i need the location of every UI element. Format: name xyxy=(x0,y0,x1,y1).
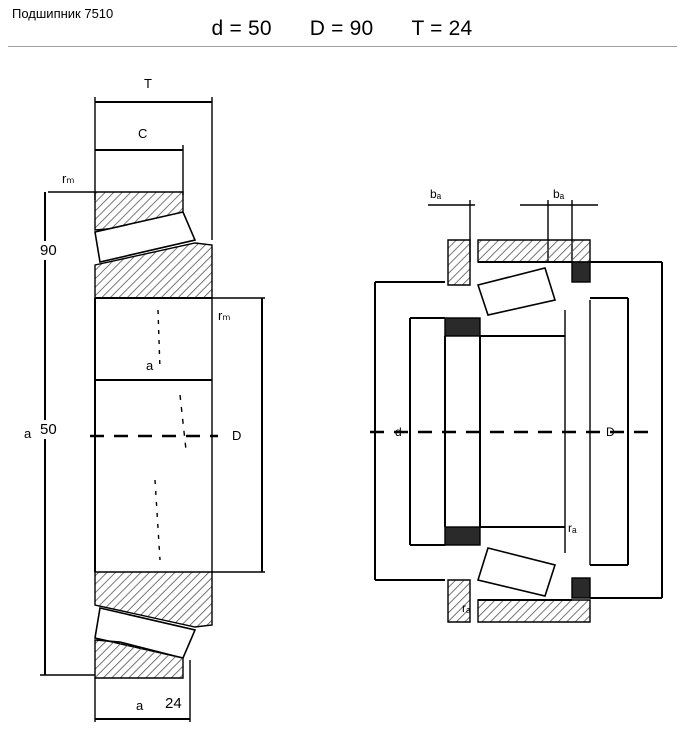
label-left-a: a xyxy=(24,426,32,441)
outer-diameter-value: 90 xyxy=(38,241,59,260)
left-section-view xyxy=(40,97,265,722)
outer-diameter-text: D = 90 xyxy=(309,17,374,40)
label-b-mark: a xyxy=(136,698,144,713)
label-rm-inner: rₘ xyxy=(218,308,230,323)
label-c: C xyxy=(138,126,147,141)
label-r2: rₐ xyxy=(462,601,471,615)
bearing-caption: Подшипник 7510 xyxy=(12,6,114,21)
bore-diameter-value: 50 xyxy=(38,420,59,439)
lower-inner-ring xyxy=(94,571,213,628)
right-mounting-view xyxy=(370,200,663,623)
header-divider xyxy=(8,46,677,47)
width-value: 24 xyxy=(163,694,184,713)
upper-roller xyxy=(94,211,197,263)
upper-inner-ring xyxy=(94,242,213,299)
label-a-mark: a xyxy=(146,358,154,373)
left-view-glyphs: T C rₘ rₘ a D a a xyxy=(24,76,241,713)
bore-diameter-text: d = 50 xyxy=(211,17,272,40)
label-right-d: D xyxy=(606,425,615,439)
label-right-c: d xyxy=(395,425,402,439)
right-view-glyphs: bₐ bₐ d D rₐ rₐ xyxy=(395,187,615,615)
label-r1: rₐ xyxy=(568,521,577,535)
label-d-side: D xyxy=(232,428,241,443)
dimension-summary: d = 50 D = 90 T = 24 xyxy=(0,17,684,41)
lower-outer-ring xyxy=(94,639,184,679)
label-rm-top: rₘ xyxy=(62,171,74,186)
width-text: T = 24 xyxy=(411,17,473,40)
label-t: T xyxy=(144,76,152,91)
label-rb: bₐ xyxy=(553,187,565,201)
label-ra: bₐ xyxy=(430,187,442,201)
